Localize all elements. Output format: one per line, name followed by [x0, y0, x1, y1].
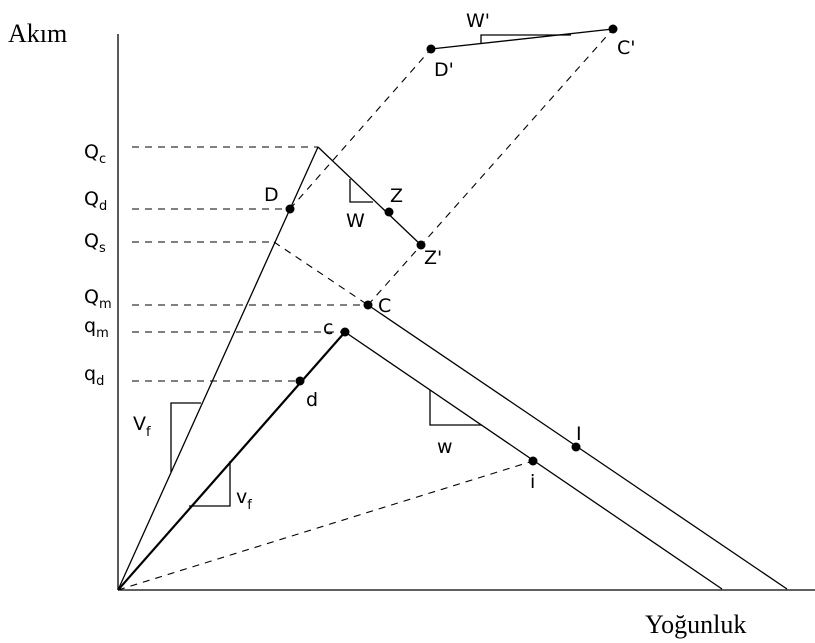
point-d	[295, 376, 305, 386]
point-Zprime	[416, 240, 426, 250]
point-Cprime	[608, 24, 618, 34]
label-Wprime: W'	[466, 10, 490, 32]
label-Cprime: C'	[617, 37, 636, 59]
free-flow-branch-vf	[117, 331, 346, 591]
label-D: D	[264, 184, 279, 206]
point-C	[363, 300, 373, 310]
slope-triangle-W	[349, 179, 373, 203]
label-Vf: Vf	[133, 413, 151, 440]
label-W: W	[346, 210, 365, 232]
dash-origin-to-i	[117, 460, 534, 591]
label-Z: Z	[390, 185, 403, 207]
slope-triangle-Vf	[170, 402, 201, 472]
point-i	[528, 456, 538, 466]
label-Dprime: D'	[434, 59, 454, 81]
slope-triangle-Wprime	[480, 34, 571, 44]
dash-C-to-Cprime	[367, 28, 614, 306]
label-c: c	[323, 317, 333, 339]
label-Qc: Qc	[84, 141, 106, 167]
point-Dprime	[426, 44, 436, 54]
point-I	[571, 442, 581, 452]
label-qm: qm	[84, 315, 109, 341]
label-Qs: Qs	[84, 230, 106, 256]
y-axis-title: Akım	[8, 19, 67, 48]
label-w: w	[437, 436, 453, 458]
label-Qm: Qm	[84, 286, 112, 312]
free-flow-branch-Vf	[117, 146, 319, 591]
slope-triangle-w	[429, 390, 482, 426]
point-c	[340, 327, 350, 337]
label-i: i	[530, 471, 535, 493]
label-Qd: Qd	[84, 188, 107, 214]
label-C: C	[378, 295, 391, 317]
slope-triangle-vf	[189, 461, 231, 507]
label-qd: qd	[84, 363, 104, 389]
dash-D-to-Dprime	[289, 48, 432, 210]
point-Z	[384, 207, 394, 217]
label-I: I	[576, 423, 582, 445]
x-axis-title: Yoğunluk	[645, 610, 746, 639]
congested-branch-upper	[317, 146, 422, 246]
line-Dprime-Cprime	[430, 28, 614, 50]
label-d: d	[306, 389, 318, 411]
label-vf: vf	[236, 486, 252, 513]
label-Zprime: Z'	[424, 247, 442, 269]
point-D	[285, 204, 295, 214]
dash-Qs-to-C	[273, 241, 369, 306]
